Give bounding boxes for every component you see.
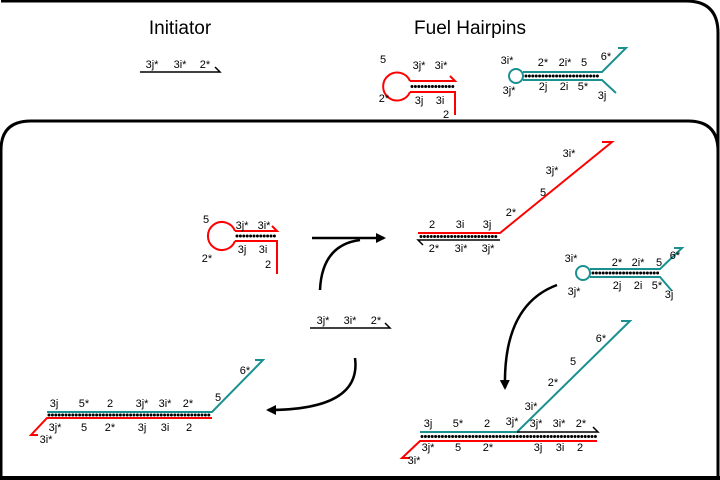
domain-label: 5 [455, 442, 461, 454]
domain-label: 3j* [317, 315, 331, 327]
domain-label: 3j [598, 90, 607, 102]
domain-label: 2 [186, 422, 192, 434]
domain-label: 2j [613, 280, 622, 292]
domain-label: 2* [371, 315, 382, 327]
domain-label: 2* [538, 57, 549, 69]
domain-label: 3i* [435, 60, 449, 72]
domain-label: 3i* [525, 401, 539, 413]
product-complex-left: 3j 5* 2 3j* 3i* 2* 5 6* 3j* 5 2* 3j 3i 2… [28, 359, 266, 446]
initiator-strand: 3j* 3i* 2* [310, 315, 392, 329]
domain-label: 5* [652, 280, 663, 292]
domain-label: 2 [107, 398, 113, 410]
initiator-title: Initiator [149, 18, 212, 39]
domain-label: 3j* [568, 286, 582, 298]
domain-label: 5 [380, 54, 386, 66]
domain-label: 3j* [546, 165, 560, 177]
domain-label: 2* [506, 207, 517, 219]
curved-arrow-left [266, 357, 357, 415]
domain-label: 6* [596, 333, 607, 345]
domain-label: 3i* [174, 59, 188, 71]
domain-label: 3i* [455, 243, 469, 255]
domain-label: 3j* [236, 220, 250, 232]
domain-label: 5* [453, 418, 464, 430]
domain-label: 3i* [344, 315, 358, 327]
domain-label: 2* [612, 257, 623, 269]
domain-label: 6* [601, 51, 612, 63]
domain-label: 2 [265, 259, 271, 271]
domain-label: 3j* [422, 442, 436, 454]
top-initiator-strand: 3j* 3i* 2* [140, 59, 222, 73]
domain-label: 2* [548, 377, 559, 389]
curved-arrow-down [499, 283, 558, 390]
domain-label: 2* [183, 398, 194, 410]
domain-label: 3j* [146, 59, 160, 71]
domain-label: 3i [436, 95, 445, 107]
domain-label: 3j* [482, 243, 496, 255]
bottom-panel-frame [0, 119, 720, 480]
domain-label: 2* [202, 253, 213, 265]
domain-label: 3i* [501, 55, 515, 67]
domain-label: 3j* [136, 398, 150, 410]
domain-label: 2* [483, 442, 494, 454]
domain-label: 3j* [413, 60, 427, 72]
intermediate-complex: 2 3i 3j 2* 5 3j* 3i* 2* 3i* 3j* [416, 141, 615, 255]
domain-label: 3i [259, 244, 268, 256]
domain-label: 3i [556, 442, 565, 454]
teal-hairpin: 3i* 3j* 2* 2i* 5 6* 2j 2i 5* 3j [565, 247, 685, 301]
domain-label: 3i* [159, 398, 173, 410]
domain-label: 3i* [258, 220, 272, 232]
domain-label: 5 [203, 214, 209, 226]
domain-label: 3j [665, 289, 674, 301]
domain-label: 3j [238, 244, 247, 256]
domain-label: 3j* [49, 422, 63, 434]
product-complex-right: 3j 5* 2 3j* 3j* 3i* 2* 3i* 2* 5 6* 3j* 5… [399, 320, 633, 467]
domain-label: 2i* [632, 257, 646, 269]
domain-label: 2* [105, 422, 116, 434]
domain-label: 3i [161, 422, 170, 434]
domain-label: 5 [81, 422, 87, 434]
domain-label: 6* [240, 365, 251, 377]
top-red-hairpin: 5 2* 3j* 3i* 3j 3i 2 [379, 54, 458, 121]
domain-label: 3j [483, 219, 492, 231]
domain-label: 3j [534, 442, 543, 454]
domain-label: 3j* [530, 418, 544, 430]
domain-label: 2* [576, 418, 587, 430]
domain-label: 2* [429, 243, 440, 255]
fuel-hairpins-title: Fuel Hairpins [414, 18, 526, 39]
domain-label: 2 [443, 109, 449, 121]
domain-label: 3i* [40, 434, 54, 446]
domain-label: 2j [539, 81, 548, 93]
domain-label: 3i [456, 219, 465, 231]
domain-label: 5 [656, 257, 662, 269]
domain-label: 2 [484, 418, 490, 430]
domain-label: 3i* [565, 253, 579, 265]
domain-label: 3i* [553, 418, 567, 430]
domain-label: 3j [415, 95, 424, 107]
domain-label: 6* [670, 250, 681, 262]
domain-label: 2 [429, 219, 435, 231]
domain-label: 2 [577, 442, 583, 454]
domain-label: 3j* [506, 416, 520, 428]
domain-label: 3j [138, 422, 147, 434]
domain-label: 5* [79, 398, 90, 410]
domain-label: 3i* [408, 455, 422, 467]
domain-label: 5* [578, 81, 589, 93]
domain-label: 2* [200, 59, 211, 71]
domain-label: 3j [50, 398, 59, 410]
domain-label: 5 [215, 392, 221, 404]
domain-label: 5 [570, 356, 576, 368]
domain-label: 2i [560, 81, 569, 93]
domain-label: 2* [379, 93, 390, 105]
domain-label: 2i [634, 280, 643, 292]
domain-label: 5 [540, 187, 546, 199]
domain-label: 3j* [503, 85, 517, 97]
domain-label: 2i* [559, 57, 573, 69]
top-teal-hairpin: 3i* 3j* 2* 2i* 5 6* 2j 2i 5* 3j [501, 47, 629, 102]
domain-label: 3j [424, 418, 433, 430]
domain-label: 5 [581, 57, 587, 69]
red-hairpin: 5 2* 3j* 3i* 3j 3i 2 [202, 214, 280, 274]
domain-label: 3i* [563, 148, 577, 160]
curved-arrow-initiator-in [318, 238, 361, 291]
